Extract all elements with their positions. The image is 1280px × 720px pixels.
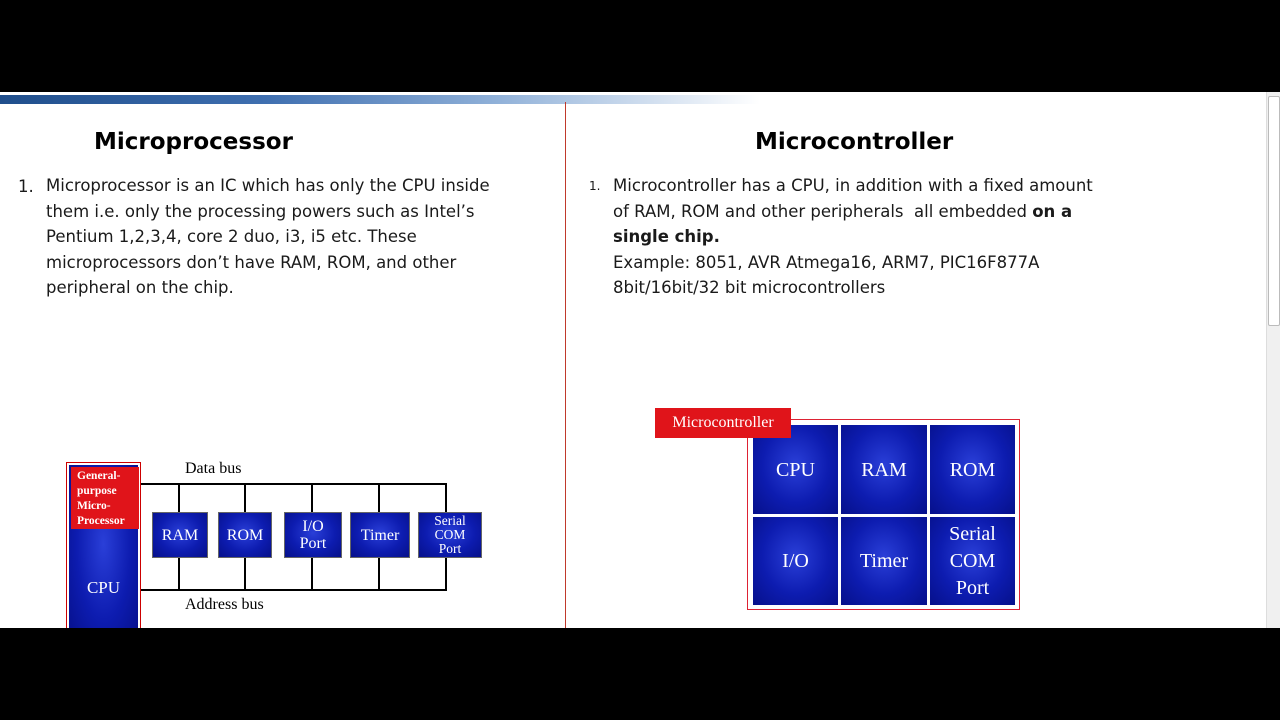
desc-line: Microprocessor is an IC which has only t… bbox=[46, 176, 490, 195]
cell-label: CPU bbox=[776, 458, 815, 481]
scrollbar-thumb[interactable] bbox=[1268, 96, 1280, 326]
address-bus-line bbox=[141, 589, 447, 591]
desc-line: peripheral on the chip. bbox=[46, 278, 234, 298]
gp-label-line: Micro- bbox=[77, 500, 111, 512]
microprocessor-description: Microprocessor is an IC which has only t… bbox=[46, 173, 546, 301]
bold-text: on a bbox=[1032, 201, 1073, 221]
list-number: 1. bbox=[589, 179, 601, 193]
rom-cell: ROM bbox=[930, 425, 1015, 514]
timer-chip: Timer bbox=[350, 512, 410, 558]
cpu-cell: CPU bbox=[753, 425, 838, 514]
desc-line: microprocessors don’t have RAM, ROM, and… bbox=[46, 252, 457, 272]
cpu-label: CPU bbox=[86, 578, 121, 597]
desc-line: them i.e. only the processing powers suc… bbox=[46, 201, 475, 221]
desc-line: Example: 8051, AVR Atmega16, ARM7, PIC16… bbox=[613, 252, 1040, 272]
io-cell: I/O bbox=[753, 517, 838, 605]
desc-line: Microcontroller has a CPU, in addition w… bbox=[613, 176, 1093, 195]
desc-line: single chip. bbox=[613, 224, 1233, 250]
microcontroller-description: Microcontroller has a CPU, in addition w… bbox=[613, 173, 1233, 301]
rom-chip: ROM bbox=[218, 512, 272, 558]
chip-label: Timer bbox=[360, 526, 400, 544]
general-purpose-label: General- purpose Micro- Processor bbox=[71, 467, 139, 529]
desc-line: of RAM, ROM and other peripherals all em… bbox=[613, 201, 1073, 221]
list-number: 1. bbox=[18, 177, 34, 196]
cell-label: ROM bbox=[949, 458, 996, 481]
desc-line: Pentium 1,2,3,4, core 2 duo, i3, i5 etc.… bbox=[46, 227, 417, 247]
cell-label: Timer bbox=[859, 550, 909, 572]
data-bus-label: Data bus bbox=[185, 460, 242, 477]
microcontroller-title: Microcontroller bbox=[755, 129, 954, 155]
ram-chip: RAM bbox=[152, 512, 208, 558]
gp-label-line: General- bbox=[77, 470, 121, 482]
ram-cell: RAM bbox=[841, 425, 927, 514]
chip-label: RAM bbox=[161, 526, 199, 544]
chip-label: ROM bbox=[226, 526, 264, 544]
microprocessor-title: Microprocessor bbox=[94, 129, 293, 155]
cell-label: I/O bbox=[782, 550, 809, 572]
bold-text: single chip. bbox=[613, 227, 720, 247]
gp-label-line: Processor bbox=[77, 515, 125, 527]
cell-label: RAM bbox=[861, 458, 907, 481]
desc-line: 8bit/16bit/32 bit microcontrollers bbox=[613, 278, 886, 298]
data-bus-line bbox=[141, 483, 447, 485]
column-divider bbox=[565, 102, 566, 628]
slide: Microprocessor 1. Microprocessor is an I… bbox=[0, 92, 1280, 628]
address-bus-label: Address bus bbox=[185, 596, 264, 613]
microcontroller-label: Microcontroller bbox=[655, 408, 791, 438]
gp-label-line: purpose bbox=[77, 485, 117, 497]
slide-header-bar bbox=[0, 95, 760, 104]
timer-cell: Timer bbox=[841, 517, 927, 605]
